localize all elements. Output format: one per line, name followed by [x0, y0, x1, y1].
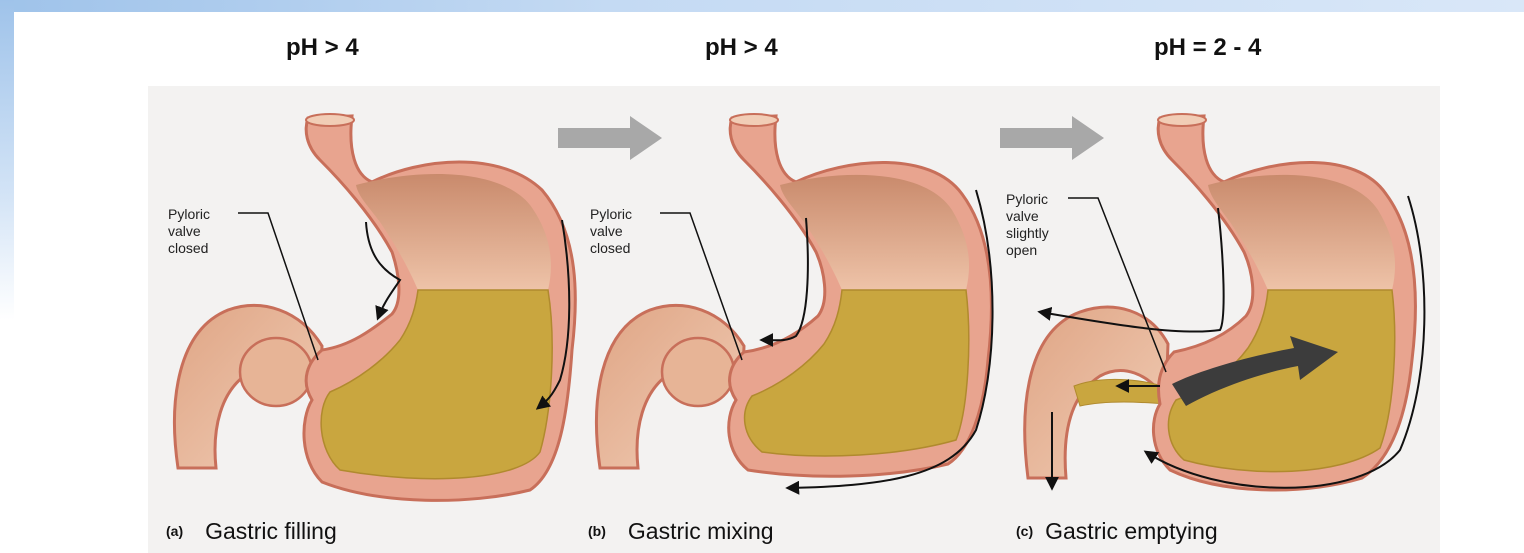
callout-b-line-1: Pyloric [590, 206, 632, 223]
caption-c: (c) Gastric emptying [1016, 518, 1218, 545]
callout-b-line-2: valve [590, 223, 632, 240]
callout-c-line-4: open [1006, 242, 1049, 259]
callout-a-line-2: valve [168, 223, 210, 240]
callout-a-line-1: Pyloric [168, 206, 210, 223]
callout-c-line-2: valve [1006, 208, 1049, 225]
caption-a-letter: (a) [166, 523, 183, 539]
callout-c-line-3: slightly [1006, 225, 1049, 242]
caption-a: (a) Gastric filling [166, 518, 337, 545]
caption-b: (b) Gastric mixing [588, 518, 774, 545]
caption-b-text: Gastric mixing [628, 518, 774, 544]
callout-b: Pyloric valve closed [590, 206, 632, 257]
stomach-mixing [597, 114, 993, 488]
stomach-filling [175, 114, 576, 500]
stomach-emptying [1025, 114, 1425, 490]
caption-b-letter: (b) [588, 523, 606, 539]
process-arrow-b-to-c [1000, 116, 1104, 160]
caption-c-letter: (c) [1016, 523, 1033, 539]
caption-c-text: Gastric emptying [1045, 518, 1218, 544]
callout-c-line-1: Pyloric [1006, 191, 1049, 208]
callout-a-line-3: closed [168, 240, 210, 257]
caption-a-text: Gastric filling [205, 518, 337, 544]
callout-b-line-3: closed [590, 240, 632, 257]
process-arrow-a-to-b [558, 116, 662, 160]
callout-c: Pyloric valve slightly open [1006, 191, 1049, 259]
callout-a: Pyloric valve closed [168, 206, 210, 257]
